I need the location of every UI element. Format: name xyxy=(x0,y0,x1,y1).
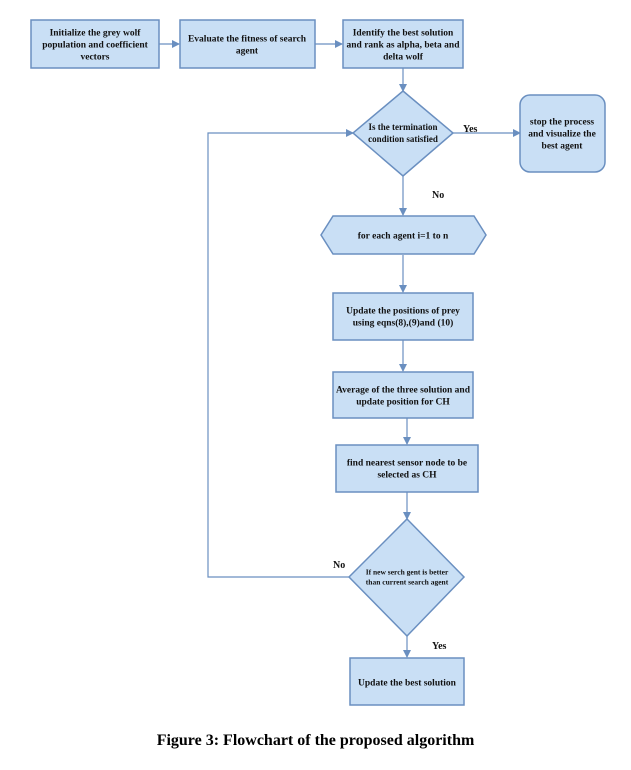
node-nearest: find nearest sensor node to be selected a… xyxy=(335,444,479,493)
node-label-line: than current search agent xyxy=(366,578,449,587)
node-label-line: and rank as alpha, beta and xyxy=(347,40,461,50)
node-label-line: Average of the three solution and xyxy=(336,385,471,395)
node-stop-label: stop the process and visualize the best ag… xyxy=(528,117,596,151)
node-label-line: condition satisfied xyxy=(368,134,438,144)
node-label-line: selected as CH xyxy=(377,470,437,480)
node-label-line: update position for CH xyxy=(356,397,450,407)
node-label-line: find nearest sensor node to be xyxy=(347,458,467,468)
node-identify-label: Identify the best solution and rank as al… xyxy=(347,28,461,62)
node-label-line: Identify the best solution xyxy=(353,28,454,38)
edge-label-decision-yes: Yes xyxy=(432,641,447,652)
node-label-line: using eqns(8),(9)and (10) xyxy=(353,317,454,328)
node-label-line: population and coefficient xyxy=(42,40,148,50)
edges xyxy=(159,40,521,658)
node-update-best-label: Update the best solution xyxy=(358,678,457,688)
node-average: Average of the three solution and update … xyxy=(332,371,474,419)
node-evaluate-label: Evaluate the fitness of search agent xyxy=(188,34,307,56)
node-label-line: best agent xyxy=(542,141,584,151)
edge-label-decision-no: No xyxy=(333,560,345,571)
node-evaluate: Evaluate the fitness of search agent xyxy=(179,19,316,69)
node-termination: Is the termination condition satisfied xyxy=(351,90,455,177)
node-label-line: agent xyxy=(236,46,259,56)
node-label-line: Update the best solution xyxy=(358,678,457,688)
node-loop-label: for each agent i=1 to n xyxy=(358,231,449,241)
node-label-line: and visualize the xyxy=(528,129,596,139)
node-termination-label: Is the termination condition satisfied xyxy=(368,122,438,144)
node-average-label: Average of the three solution and update … xyxy=(336,385,471,407)
edge-label-termination-no: No xyxy=(432,190,444,201)
node-nearest-label: find nearest sensor node to be selected a… xyxy=(347,458,467,480)
node-update-best: Update the best solution xyxy=(349,657,465,706)
node-label-line: delta wolf xyxy=(383,52,424,62)
node-loop: for each agent i=1 to n xyxy=(320,215,487,255)
node-label-line: If new serch gent is better xyxy=(366,568,449,577)
edge-label-termination-yes: Yes xyxy=(463,124,478,135)
node-label-line: Initialize the grey wolf xyxy=(50,28,142,38)
node-label-line: Is the termination xyxy=(369,122,438,132)
figure-caption: Figure 3: Flowchart of the proposed algo… xyxy=(156,732,475,749)
node-label-line: stop the process xyxy=(530,117,595,127)
node-label-line: Update the positions of prey xyxy=(346,306,460,316)
edge-decision-no-loopback xyxy=(207,129,354,578)
node-label-line: vectors xyxy=(80,52,109,62)
node-init: Initialize the grey wolf population and c… xyxy=(30,19,160,69)
node-identify: Identify the best solution and rank as al… xyxy=(342,19,464,69)
node-init-label: Initialize the grey wolf population and c… xyxy=(42,28,148,62)
node-label-line: for each agent i=1 to n xyxy=(358,231,449,241)
node-label-line: Evaluate the fitness of search xyxy=(188,34,307,44)
node-stop: stop the process and visualize the best ag… xyxy=(519,94,606,173)
